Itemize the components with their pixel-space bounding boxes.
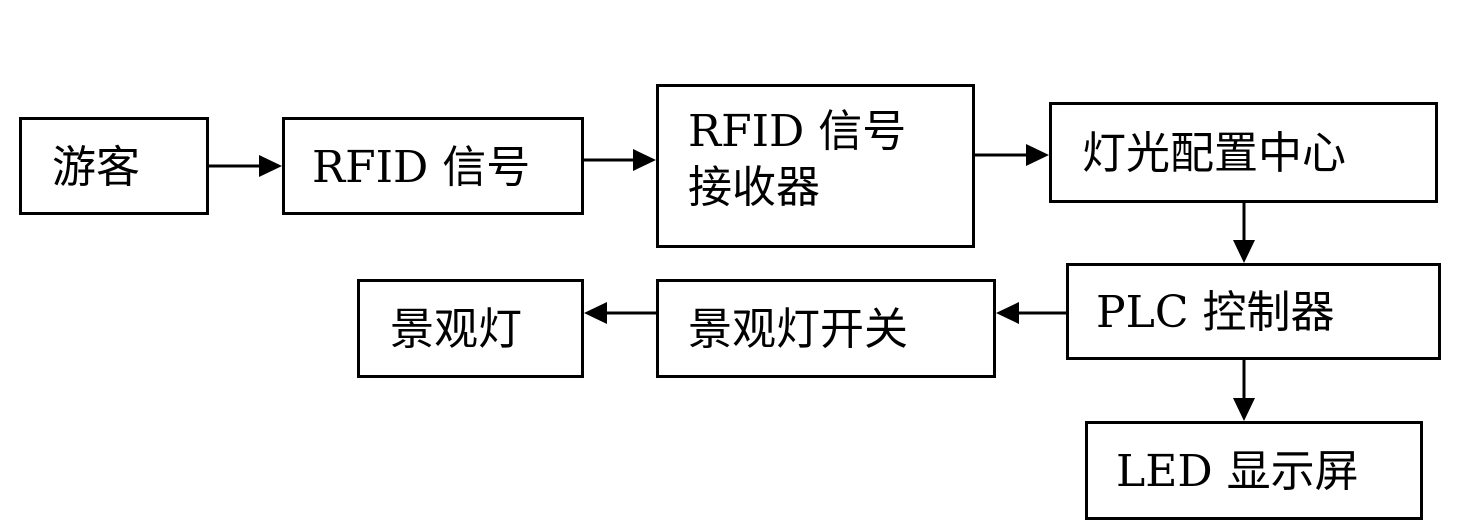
arrow-tourist-to-rfid-signal	[209, 155, 282, 177]
node-led-screen	[1085, 421, 1423, 520]
node-led-screen-label: LED 显示屏	[1116, 446, 1359, 497]
node-lighting-center	[1049, 102, 1438, 203]
node-tourist-label: 游客	[52, 142, 140, 193]
node-rfid-signal-label: RFID 信号	[312, 142, 531, 193]
node-plc-controller-label: PLC 控制器	[1096, 287, 1335, 338]
node-rfid-receiver	[656, 84, 975, 248]
arrow-plc-to-led-screen	[1233, 360, 1255, 421]
arrow-switch-to-landscape-light	[584, 302, 656, 324]
arrow-plc-to-landscape-switch	[996, 302, 1066, 324]
node-landscape-light	[357, 279, 584, 378]
node-lighting-center-label: 灯光配置中心	[1082, 128, 1346, 179]
node-landscape-light-label: 景观灯	[390, 304, 522, 355]
arrow-receiver-to-lighting-center	[975, 144, 1049, 166]
node-plc-controller	[1066, 263, 1441, 360]
arrow-rfid-signal-to-receiver	[584, 149, 656, 171]
arrow-lighting-center-to-plc	[1233, 203, 1255, 263]
node-landscape-switch	[656, 279, 996, 378]
node-tourist	[19, 117, 209, 215]
node-rfid-signal	[282, 117, 584, 215]
node-landscape-switch-label: 景观灯开关	[688, 304, 908, 355]
node-rfid-receiver-label: RFID 信号 接收器	[688, 106, 907, 213]
